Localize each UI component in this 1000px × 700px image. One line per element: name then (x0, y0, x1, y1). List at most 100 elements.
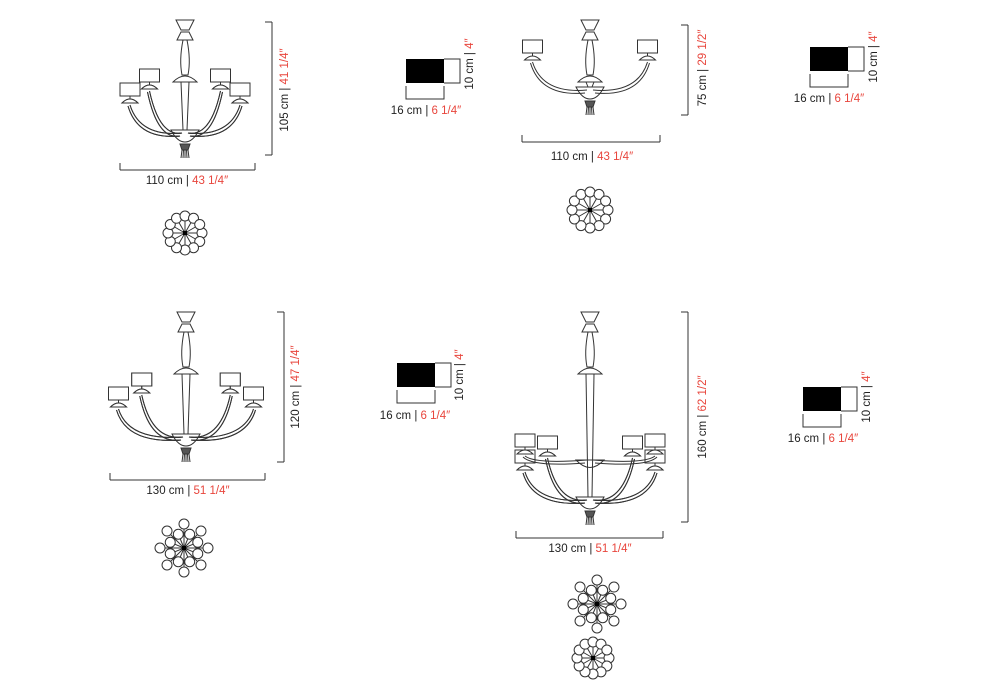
top-view-shade (577, 592, 589, 604)
stem (181, 373, 185, 435)
top-view-shade (585, 584, 597, 596)
shade-height-guide (848, 46, 865, 72)
arm (190, 409, 256, 441)
crystal-drop (585, 516, 588, 526)
height-label: 160 cm | 62 1/2″ (697, 375, 709, 459)
shade-front-view (406, 59, 444, 83)
crystal-drop (180, 149, 183, 159)
bowl (575, 86, 605, 100)
top-view-shade (178, 566, 190, 578)
arm (141, 394, 184, 438)
column (181, 331, 191, 368)
crystal-drop (585, 106, 588, 116)
mid-bowl (574, 459, 606, 468)
shade-height-label: 10 cm | 4″ (868, 31, 880, 83)
arm (127, 105, 181, 137)
stem (180, 81, 184, 131)
top-view-shade (194, 219, 206, 230)
stem (585, 81, 589, 88)
top-view-shade (161, 559, 173, 571)
top-view-shade (577, 604, 589, 616)
arm (188, 408, 254, 438)
top-view-shade (608, 615, 620, 627)
crystal-drop (592, 106, 595, 116)
lamp-shade (644, 433, 666, 448)
top-view-shade (154, 542, 166, 554)
top-view-shade (600, 213, 612, 225)
canopy-bell (581, 323, 599, 333)
lamp-shade (622, 435, 643, 450)
lamp-shade (119, 82, 141, 97)
lamp-shade (229, 82, 251, 97)
arm (592, 61, 648, 91)
arm (592, 455, 656, 462)
column (585, 331, 595, 368)
top-view-shade (585, 612, 597, 624)
candle-cup (645, 449, 665, 455)
crystal-drop (181, 453, 184, 463)
top-view-shade (605, 604, 617, 616)
shade-height-label: 10 cm | 4″ (861, 371, 873, 423)
crystal-drop (587, 516, 589, 526)
lamp-shade (243, 386, 264, 401)
lamp-shade (131, 372, 153, 387)
arm (592, 471, 656, 501)
top-view-center (591, 656, 595, 660)
arm (116, 409, 182, 441)
arm (187, 90, 221, 134)
canopy (175, 19, 195, 31)
height-label: 120 cm | 47 1/4″ (290, 345, 302, 429)
width-label: 110 cm | 43 1/4″ (145, 175, 229, 187)
top-view-shade (575, 220, 587, 232)
shade-width-label: 16 cm | 6 1/4″ (793, 93, 865, 105)
bowl (171, 433, 201, 447)
candle-cup (538, 451, 557, 457)
shade-height-guide (444, 58, 461, 84)
stem (591, 373, 595, 498)
arm (187, 90, 221, 134)
top-view-shade (172, 528, 184, 540)
lamp-shade (514, 433, 536, 448)
shade-width-label: 16 cm | 6 1/4″ (379, 410, 451, 422)
candle-cup (623, 451, 642, 457)
top-view-shade (184, 556, 196, 568)
top-view-shade (605, 592, 617, 604)
top-view-shade (593, 188, 605, 200)
arm (189, 105, 243, 137)
top-view-shade (192, 536, 204, 548)
arm (532, 61, 588, 91)
top-view-center (595, 602, 599, 606)
top-view-center (588, 208, 592, 212)
canopy (176, 311, 196, 323)
top-view-shade (568, 213, 580, 225)
crystal-drop (587, 106, 589, 116)
top-view-shade (195, 525, 207, 537)
candle-cup (515, 449, 535, 455)
column (180, 39, 190, 76)
stem (591, 81, 595, 88)
top-view-shade (195, 559, 207, 571)
crystal-drop (591, 516, 593, 526)
arm (116, 409, 182, 441)
shade-front-view (810, 47, 848, 71)
lamp-shade (219, 372, 241, 387)
lamp-shade (210, 68, 231, 83)
crystal-drop (187, 149, 190, 159)
shade-width-guide (405, 86, 445, 100)
shade-height-label: 10 cm | 4″ (464, 38, 476, 90)
lamp-shade (637, 39, 658, 54)
candle-cup (230, 98, 250, 104)
top-view-shade (161, 525, 173, 537)
shade-front-view (397, 363, 435, 387)
shade-width-guide (802, 414, 842, 428)
shade-front-view (803, 387, 841, 411)
shade-height-guide (841, 386, 858, 412)
top-view-center (183, 231, 187, 235)
shade-width-guide (809, 74, 849, 88)
top-view-shade (574, 581, 586, 593)
finial-knob (584, 510, 596, 518)
top-view-shade (597, 584, 609, 596)
candle-cup (120, 98, 140, 104)
stem (585, 373, 589, 498)
